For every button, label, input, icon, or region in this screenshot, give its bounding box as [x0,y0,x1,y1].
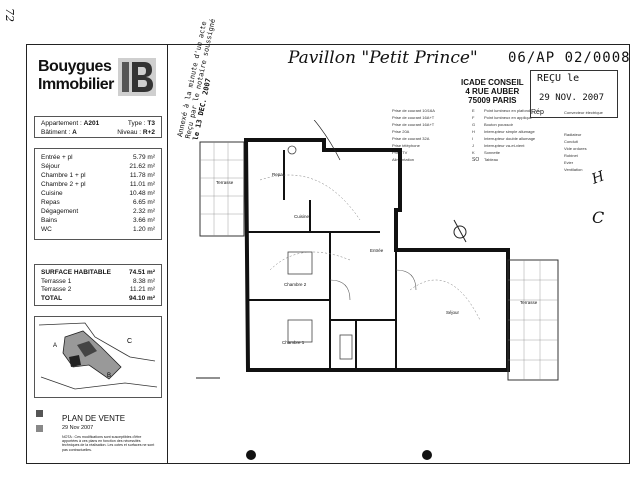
appartement-value: A201 [83,120,100,127]
svg-text:B: B [107,373,111,379]
label-terrasse-1: Terrasse [216,180,234,185]
door-swing [329,279,351,301]
svg-text:A: A [53,343,57,349]
bed-chambre-2 [287,251,313,275]
north-arrow-icon [453,219,467,243]
stamp-label: REÇU le [537,73,580,84]
label-terrasse-2: Terrasse [520,300,538,305]
received-stamp: REÇU le 29 NOV. 2007 Rép [530,70,618,118]
recipient-address: ICADE CONSEIL 4 RUE AUBER 75009 PARIS [461,78,524,105]
brand-name-line2: Immobilier [38,76,114,93]
legend-swatch-dark [36,410,43,417]
niveau-label: Niveau : [117,129,142,136]
stamp-date: 29 NOV. 2007 [539,93,605,103]
sink-icon [287,145,297,155]
label-chambre-1: Chambre 1 [282,340,305,345]
floor-plan [196,120,559,381]
bed-chambre-1 [287,319,313,343]
door-swing [395,269,417,291]
plan-de-vente-date: 29 Nov 2007 [62,425,94,431]
interior-walls [246,150,397,370]
exterior-walls [243,138,510,372]
niveau-value: R+2 [142,129,155,136]
svg-text:C: C [127,338,132,345]
terrace-1-grid [200,142,244,236]
pen-stroke [313,120,341,161]
batiment-value: A [72,129,77,136]
terrace-1-outline [199,141,245,237]
project-title: Pavillon "Petit Prince" [288,48,478,68]
label-cuisine: Cuisine [294,214,310,219]
margin-number: 72 [3,8,16,22]
electrical-legend: Prise de courant 10/16A Prise de courant… [392,108,603,172]
site-plan-drawing: C A B [38,322,158,390]
label-sejour: Séjour [446,310,460,315]
type-value: T3 [147,120,155,127]
brand-logo-icon [118,58,156,96]
stamp-sub: Rép [531,109,544,116]
electrical-circuits [259,174,481,321]
plan-de-vente-title: PLAN DE VENTE [62,414,126,423]
apartment-info-box: Appartement : A201 Type : T3 Bâtiment : … [34,116,162,138]
legend-swatch-gray [36,425,43,432]
brand-name-line1: Bouygues [38,58,112,75]
label-entree: Entrée [370,248,384,253]
left-info-panel [26,44,168,464]
terrace-2-grid [508,260,558,380]
label-chambre-2: Chambre 2 [284,282,307,287]
label-repas: Repas [272,172,286,177]
bathtub [339,334,353,360]
document-frame [26,44,630,464]
project-reference: 06/AP 02/0008 [508,50,631,66]
plan-de-vente-note: NOTA : Ces modifications sont susceptibl… [62,435,155,452]
site-plan-box: C A B [34,316,162,398]
appartement-label: Appartement : [41,120,82,127]
type-label: Type : [127,120,146,127]
punch-hole [246,450,256,460]
handwritten-c: C [592,208,605,227]
batiment-label: Bâtiment : [41,129,71,136]
punch-hole [422,450,432,460]
